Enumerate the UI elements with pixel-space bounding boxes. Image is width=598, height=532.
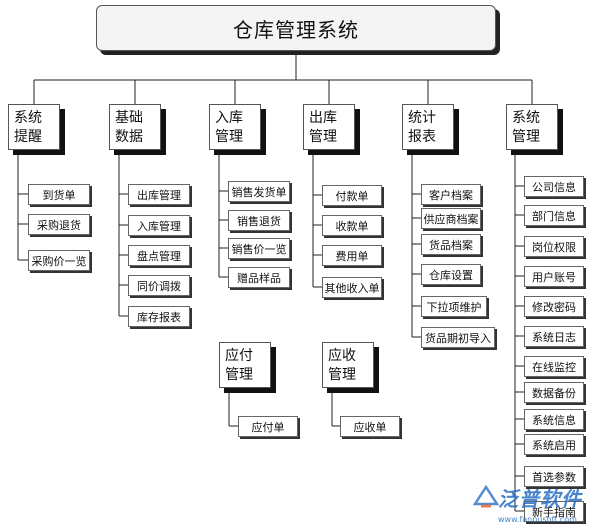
leaf-label: 岗位权限: [532, 240, 576, 254]
leaf-node: 付款单: [322, 185, 382, 206]
leaf-node: 其他收入单: [322, 277, 382, 298]
leaf-label: 收款单: [335, 219, 369, 233]
category-node-outbound: 出库 管理: [303, 104, 355, 150]
leaf-label: 采购退货: [37, 218, 81, 232]
leaf-node: 客户档案: [421, 184, 481, 205]
leaf-label: 公司信息: [532, 180, 576, 194]
leaf-node: 仓库设置: [421, 264, 481, 285]
leaf-node: 采购退货: [28, 214, 90, 235]
root-title: 仓库管理系统: [233, 17, 359, 42]
watermark-brand: 泛普软件: [498, 487, 582, 511]
leaf-node: 到货单: [28, 184, 90, 205]
leaf-label: 销售退货: [237, 214, 281, 228]
leaf-node: 系统日志: [524, 326, 584, 347]
leaf-node: 费用单: [322, 245, 382, 266]
leaf-label: 费用单: [335, 249, 369, 263]
leaf-label: 修改密码: [532, 300, 576, 314]
leaf-label: 盘点管理: [137, 249, 181, 263]
leaf-label: 同价调拨: [137, 279, 181, 293]
leaf-node: 销售退货: [228, 210, 290, 231]
leaf-node: 同价调拨: [128, 275, 190, 296]
leaf-label: 出库管理: [137, 188, 181, 202]
leaf-node: 应付单: [238, 416, 298, 437]
leaf-label: 到货单: [42, 188, 76, 202]
category-node-basic-data: 基础 数据: [109, 104, 161, 150]
category-label: 统计 报表: [408, 110, 436, 145]
leaf-label: 用户账号: [532, 270, 576, 284]
leaf-node: 赠品样品: [228, 267, 290, 288]
category-label: 出库 管理: [309, 110, 337, 145]
category-label: 基础 数据: [115, 110, 143, 145]
leaf-node: 修改密码: [524, 296, 584, 317]
leaf-label: 系统启用: [532, 438, 576, 452]
leaf-label: 库存报表: [137, 310, 181, 324]
leaf-node: 供应商档案: [421, 208, 481, 229]
leaf-node: 收款单: [322, 215, 382, 236]
leaf-label: 采购价一览: [31, 254, 87, 268]
leaf-label: 销售价一览: [231, 242, 287, 256]
leaf-node: 新手指南: [524, 501, 584, 522]
category-node-system-admin: 系统 管理: [506, 104, 558, 150]
leaf-node: 系统启用: [524, 434, 584, 455]
category-label: 系统 管理: [512, 110, 540, 145]
leaf-node: 销售发货单: [228, 181, 290, 202]
category-label: 应收 管理: [328, 348, 356, 383]
category-node-receivables: 应收 管理: [322, 342, 374, 388]
leaf-node: 下拉项维护: [421, 296, 487, 317]
category-node-system-reminder: 系统 提醒: [8, 104, 60, 150]
leaf-node: 销售价一览: [228, 238, 290, 259]
leaf-node: 首选参数: [524, 466, 584, 487]
category-node-inbound: 入库 管理: [209, 104, 261, 150]
leaf-node: 货品期初导入: [421, 327, 495, 348]
category-label: 系统 提醒: [14, 110, 42, 145]
leaf-label: 客户档案: [429, 188, 473, 202]
leaf-label: 应付单: [251, 420, 285, 434]
root-node: 仓库管理系统: [96, 5, 496, 51]
leaf-node: 盘点管理: [128, 245, 190, 266]
leaf-node: 采购价一览: [28, 250, 90, 271]
leaf-label: 部门信息: [532, 209, 576, 223]
leaf-label: 新手指南: [532, 505, 576, 519]
leaf-label: 供应商档案: [423, 212, 479, 226]
leaf-label: 入库管理: [137, 219, 181, 233]
leaf-label: 货品档案: [429, 238, 473, 252]
leaf-node: 出库管理: [128, 184, 190, 205]
leaf-node: 在线监控: [524, 356, 584, 377]
leaf-label: 货品期初导入: [425, 331, 491, 345]
leaf-node: 数据备份: [524, 382, 584, 403]
leaf-label: 赠品样品: [237, 271, 281, 285]
category-node-payables: 应付 管理: [219, 342, 271, 388]
leaf-label: 数据备份: [532, 386, 576, 400]
leaf-label: 下拉项维护: [426, 300, 482, 314]
leaf-label: 其他收入单: [324, 281, 380, 295]
leaf-label: 销售发货单: [231, 185, 287, 199]
category-node-reports: 统计 报表: [402, 104, 454, 150]
leaf-label: 首选参数: [532, 470, 576, 484]
leaf-node: 部门信息: [524, 205, 584, 226]
category-label: 应付 管理: [225, 348, 253, 383]
leaf-node: 岗位权限: [524, 236, 584, 257]
leaf-label: 仓库设置: [429, 268, 473, 282]
leaf-node: 系统信息: [524, 409, 584, 430]
leaf-node: 用户账号: [524, 266, 584, 287]
watermark-url: www.fanpusoft.com: [498, 515, 577, 524]
leaf-label: 在线监控: [532, 360, 576, 374]
leaf-label: 系统信息: [532, 413, 576, 427]
category-label: 入库 管理: [215, 110, 243, 145]
leaf-label: 系统日志: [532, 330, 576, 344]
brand-logo-icon: [472, 484, 500, 508]
leaf-label: 应收单: [353, 420, 387, 434]
leaf-node: 库存报表: [128, 306, 190, 327]
leaf-node: 入库管理: [128, 215, 190, 236]
leaf-label: 付款单: [335, 189, 369, 203]
leaf-node: 应收单: [340, 416, 400, 437]
leaf-node: 公司信息: [524, 176, 584, 197]
leaf-node: 货品档案: [421, 234, 481, 255]
watermark: 泛普软件 www.fanpusoft.com: [470, 482, 598, 532]
